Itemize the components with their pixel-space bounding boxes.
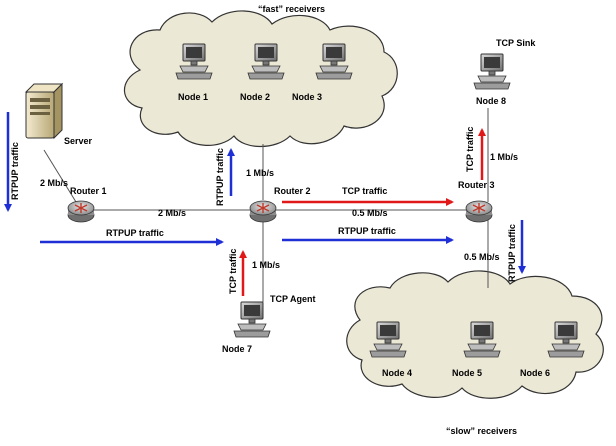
- rtpup-label-r2-r3: RTPUP traffic: [338, 226, 396, 236]
- node1-label: Node 1: [178, 92, 208, 102]
- router3-icon[interactable]: [465, 200, 493, 223]
- tcp-sink-label: TCP Sink: [496, 38, 536, 48]
- network-links: [43, 108, 489, 302]
- link-label-router1-router2: 2 Mb/s: [158, 208, 186, 218]
- link-label-router2-fast: 1 Mb/s: [246, 168, 274, 178]
- router3-label: Router 3: [458, 180, 495, 190]
- tcp-label-node8: TCP traffic: [465, 127, 475, 172]
- node8-pc-icon[interactable]: [473, 53, 511, 90]
- node3-label: Node 3: [292, 92, 322, 102]
- node4-label: Node 4: [382, 368, 412, 378]
- node7-pc-icon[interactable]: [233, 301, 271, 338]
- router1-label: Router 1: [70, 186, 107, 196]
- fast-receivers-label: “fast” receivers: [258, 4, 325, 14]
- node5-label: Node 5: [452, 368, 482, 378]
- rtpup-label-slow: RTPUP traffic: [507, 224, 517, 282]
- link-label-router2-router3: 0.5 Mb/s: [352, 208, 388, 218]
- link-label-router3-slow: 0.5 Mb/s: [464, 252, 500, 262]
- tcp-label-r2-r3: TCP traffic: [342, 186, 387, 196]
- tcp-agent-label: TCP Agent: [270, 294, 316, 304]
- link-server-router1: [43, 149, 77, 203]
- node8-label: Node 8: [476, 96, 506, 106]
- node6-label: Node 6: [520, 368, 550, 378]
- router2-label: Router 2: [274, 186, 311, 196]
- rtpup-label-server: RTPUP traffic: [10, 142, 20, 200]
- link-label-router3-node8: 1 Mb/s: [490, 152, 518, 162]
- rtpup-label-r1-r2: RTPUP traffic: [106, 228, 164, 238]
- link-label-server-router1: 2 Mb/s: [40, 178, 68, 188]
- link-label-router2-node7: 1 Mb/s: [252, 260, 280, 270]
- server-icon: [24, 82, 64, 140]
- tcp-label-node7: TCP traffic: [228, 249, 238, 294]
- rtpup-label-fast: RTPUP traffic: [215, 148, 225, 206]
- node7-label: Node 7: [222, 344, 252, 354]
- node2-label: Node 2: [240, 92, 270, 102]
- router2-icon[interactable]: [249, 200, 277, 223]
- server-label: Server: [64, 136, 93, 146]
- router1-icon[interactable]: [67, 200, 95, 223]
- slow-receivers-label: “slow” receivers: [446, 426, 517, 436]
